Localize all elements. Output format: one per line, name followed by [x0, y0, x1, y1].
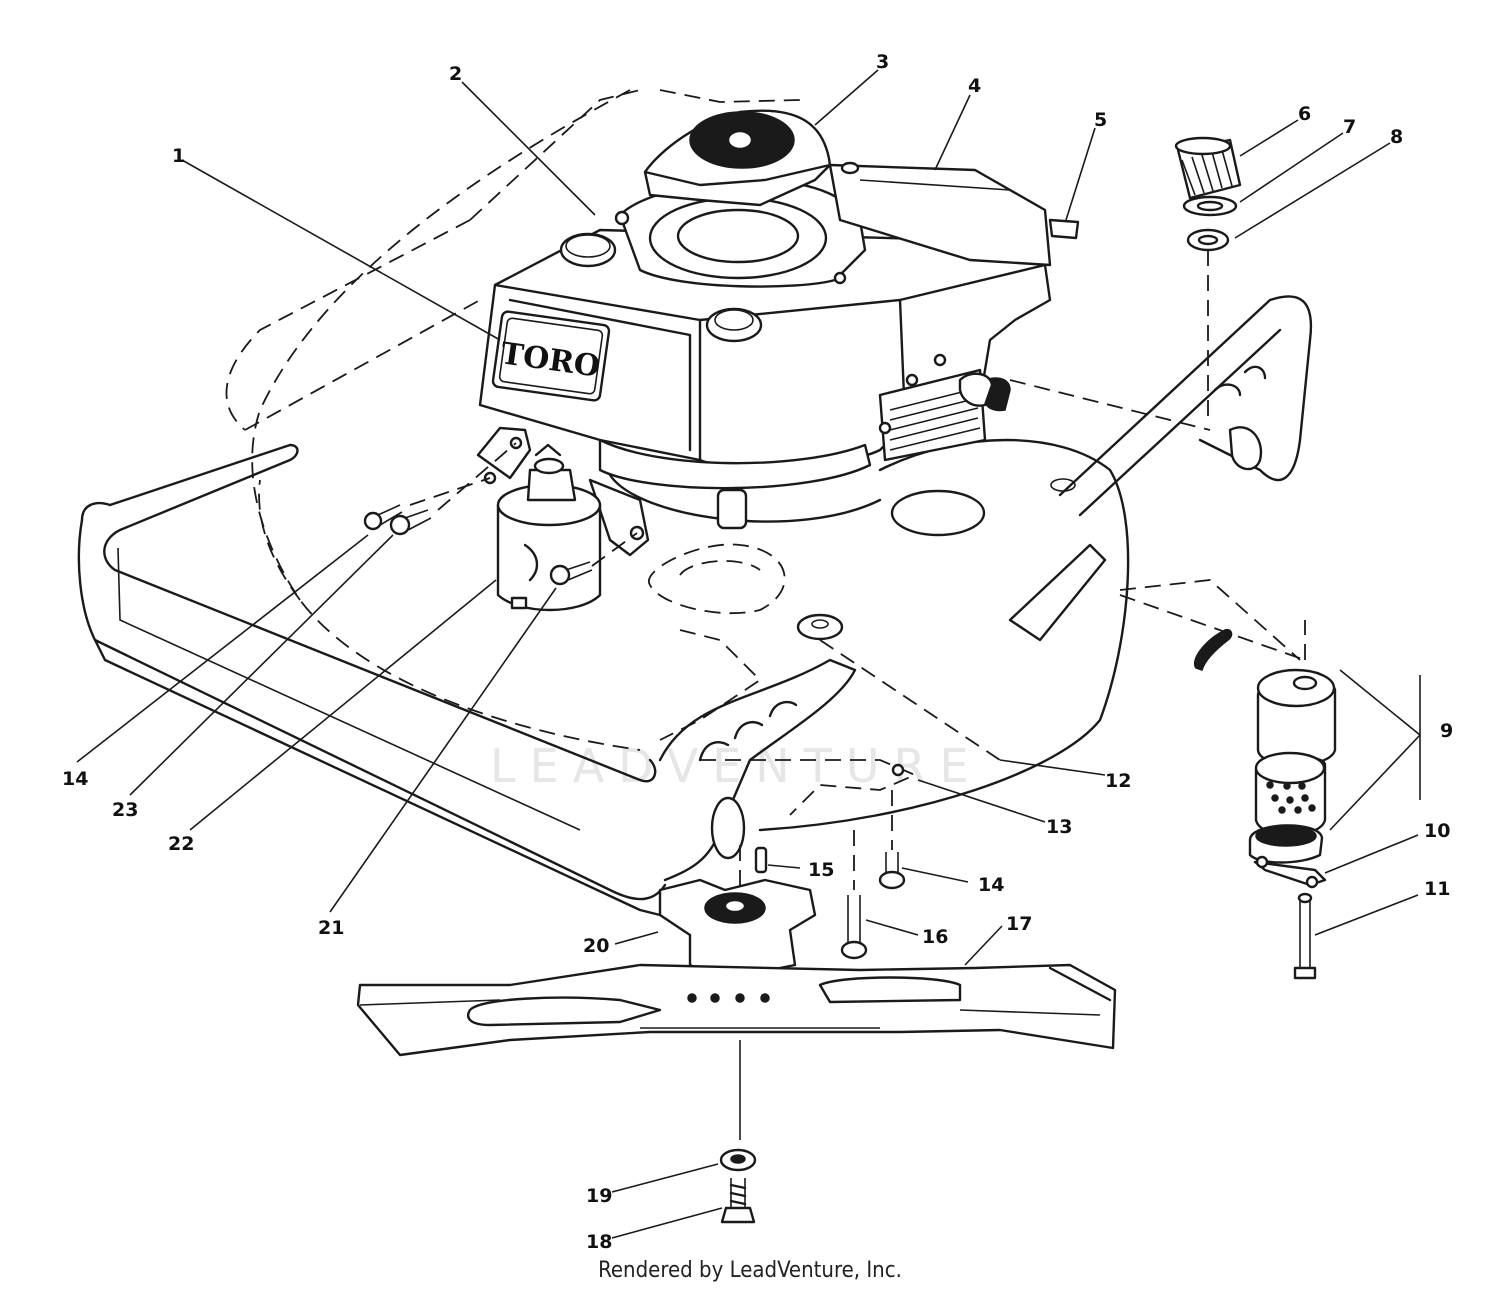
starter-motor	[476, 426, 650, 612]
callout-11: 11	[1424, 878, 1450, 900]
bolt-14-right	[878, 852, 906, 890]
callout-13: 13	[1046, 816, 1072, 838]
callout-7: 7	[1343, 116, 1356, 138]
plate-13	[700, 759, 918, 816]
callout-12: 12	[1105, 770, 1131, 792]
callout-14-left: 14	[62, 768, 88, 790]
screw-21	[549, 561, 593, 586]
blade-17	[356, 963, 1117, 1057]
bolt-18	[720, 1178, 756, 1224]
callout-19: 19	[586, 1185, 612, 1207]
fastener-near-9	[1193, 628, 1233, 671]
callout-6: 6	[1298, 103, 1311, 125]
blade-adapter-20	[658, 878, 817, 982]
callout-8: 8	[1390, 126, 1403, 148]
callout-23: 23	[112, 799, 138, 821]
bolt-14-left	[363, 504, 403, 531]
bolt-11	[1293, 892, 1317, 980]
watermark-text: LEADVENTURE	[490, 739, 983, 793]
air-cleaner-9	[1248, 668, 1337, 864]
callout-2: 2	[449, 63, 462, 85]
callout-15: 15	[808, 859, 834, 881]
pin-15	[754, 846, 768, 874]
callout-17: 17	[1006, 913, 1032, 935]
callout-1: 1	[172, 145, 185, 167]
callout-14-right: 14	[978, 874, 1004, 896]
part-6-knob	[1174, 136, 1242, 200]
mower-deck	[77, 89, 1313, 917]
callout-20: 20	[583, 935, 609, 957]
callout-21: 21	[318, 917, 344, 939]
bolt-23	[389, 509, 432, 536]
callout-4: 4	[968, 75, 981, 97]
washer-19	[719, 1148, 757, 1172]
callout-18: 18	[586, 1231, 612, 1253]
part-5-lever	[1048, 218, 1080, 240]
engine-assembly: TORO	[478, 109, 1052, 530]
callout-10: 10	[1424, 820, 1450, 842]
bolt-16	[840, 895, 868, 960]
callout-3: 3	[876, 51, 889, 73]
callout-22: 22	[168, 833, 194, 855]
callout-16: 16	[922, 926, 948, 948]
leader-lines	[76, 69, 1421, 1239]
callout-5: 5	[1094, 109, 1107, 131]
callout-9: 9	[1440, 720, 1453, 742]
cylinder-fins	[878, 368, 987, 462]
adapter-12	[648, 543, 1001, 761]
callout-labels: 1 2 3 4 5 6 7 8 9 10 11 12 13 14 15 16 1…	[62, 51, 1453, 1253]
credit-text: Rendered by LeadVenture, Inc.	[598, 1258, 902, 1283]
